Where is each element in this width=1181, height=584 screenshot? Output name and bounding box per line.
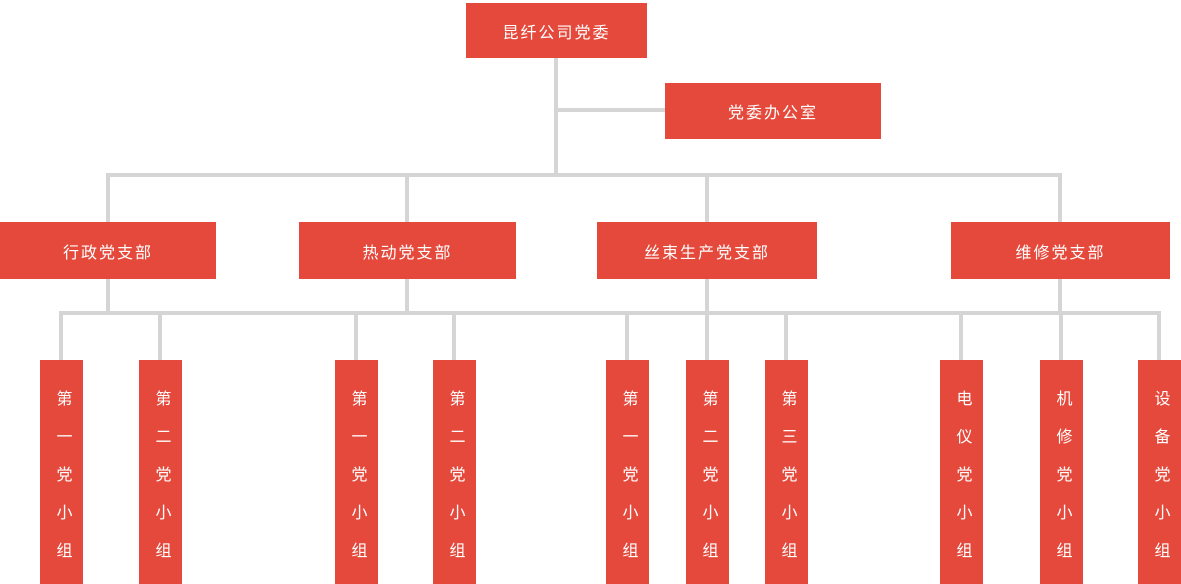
connector-drop-group-6	[784, 313, 788, 360]
node-group-tow-second[interactable]: 第二党小组	[686, 360, 729, 584]
connector-office-horizontal	[554, 108, 665, 112]
connector-riser-branch-2	[705, 279, 709, 315]
node-group-thermal-second[interactable]: 第二党小组	[433, 360, 476, 584]
node-label: 党委办公室	[727, 105, 818, 122]
node-group-machine-repair[interactable]: 机修党小组	[1040, 360, 1083, 584]
connector-drop-branch-0	[106, 175, 110, 222]
node-group-tow-first[interactable]: 第一党小组	[606, 360, 649, 584]
connector-drop-group-4	[625, 313, 629, 360]
node-group-tow-third[interactable]: 第三党小组	[765, 360, 808, 584]
node-group-electrical-instrument[interactable]: 电仪党小组	[940, 360, 983, 584]
node-label: 第一党小组	[348, 390, 366, 580]
node-label: 丝束生产党支部	[643, 244, 770, 262]
node-label: 机修党小组	[1053, 390, 1071, 580]
connector-drop-group-1	[158, 313, 162, 360]
node-party-committee-office[interactable]: 党委办公室	[665, 83, 881, 139]
connector-drop-group-2	[354, 313, 358, 360]
node-branch-tow-production[interactable]: 丝束生产党支部	[597, 222, 817, 279]
connector-riser-branch-3	[1058, 279, 1062, 315]
connector-trunk-vertical	[554, 58, 558, 175]
node-branch-administration[interactable]: 行政党支部	[0, 222, 216, 279]
connector-drop-branch-2	[705, 175, 709, 222]
connector-drop-branch-3	[1058, 175, 1062, 222]
connector-riser-branch-0	[106, 279, 110, 315]
node-label: 第三党小组	[778, 390, 796, 580]
connector-branch-rail	[106, 173, 1062, 177]
node-group-admin-first[interactable]: 第一党小组	[40, 360, 83, 584]
connector-drop-group-8	[1059, 313, 1063, 360]
node-group-admin-second[interactable]: 第二党小组	[139, 360, 182, 584]
connector-drop-group-0	[59, 313, 63, 360]
node-label: 第二党小组	[699, 390, 717, 580]
node-label: 第一党小组	[619, 390, 637, 580]
node-branch-thermal-power[interactable]: 热动党支部	[299, 222, 516, 279]
node-label: 第一党小组	[53, 390, 71, 580]
node-label: 第二党小组	[152, 390, 170, 580]
connector-group-rail	[59, 311, 1161, 315]
connector-drop-group-5	[705, 313, 709, 360]
connector-drop-group-3	[452, 313, 456, 360]
connector-drop-group-9	[1157, 313, 1161, 360]
node-label: 第二党小组	[446, 390, 464, 580]
node-group-thermal-first[interactable]: 第一党小组	[335, 360, 378, 584]
node-branch-maintenance[interactable]: 维修党支部	[951, 222, 1170, 279]
node-label: 行政党支部	[62, 244, 153, 262]
node-label: 热动党支部	[362, 244, 453, 262]
node-label: 电仪党小组	[953, 390, 971, 580]
node-group-equipment[interactable]: 设备党小组	[1138, 360, 1181, 584]
connector-drop-branch-1	[405, 175, 409, 222]
node-label: 设备党小组	[1151, 390, 1169, 580]
connector-drop-group-7	[959, 313, 963, 360]
node-label: 维修党支部	[1015, 244, 1106, 262]
connector-riser-branch-1	[405, 279, 409, 315]
node-root-party-committee[interactable]: 昆纤公司党委	[466, 3, 647, 58]
node-label: 昆纤公司党委	[502, 24, 611, 42]
